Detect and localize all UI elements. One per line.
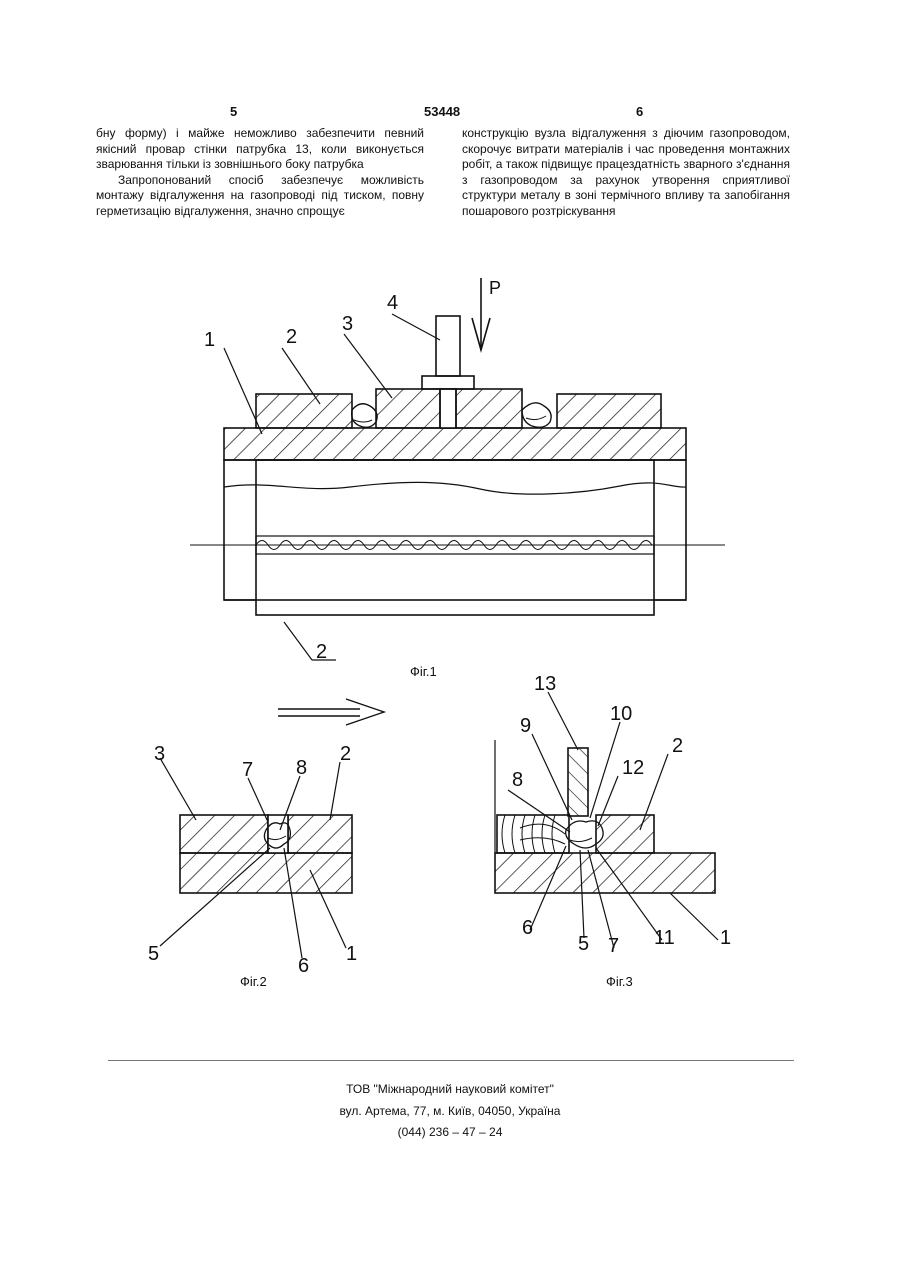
fig3-label-5: 5 <box>578 933 589 955</box>
fig1-label-2-bottom: 2 <box>316 641 327 663</box>
sleeve-right <box>557 394 661 428</box>
fig1-label-p: P <box>489 278 501 298</box>
fig2-label-3: 3 <box>154 743 165 765</box>
fig2-label-8: 8 <box>296 757 307 779</box>
fig3-sleeve <box>596 815 654 853</box>
fig3-label-9: 9 <box>520 715 531 737</box>
fig2-label-6: 6 <box>298 955 309 977</box>
fig3-label-12: 12 <box>622 757 644 779</box>
fig2-label-1: 1 <box>346 943 357 965</box>
fig1-label-3: 3 <box>342 313 353 335</box>
patent-drawings: 1 2 3 4 P 2 3 7 8 2 5 6 1 <box>0 0 900 1000</box>
process-arrow <box>278 699 384 725</box>
fig2-sleeve <box>288 815 352 853</box>
figure-2-caption: Фіг.2 <box>240 974 267 989</box>
figure-1-labels: 1 2 3 4 P 2 <box>204 278 501 663</box>
fig3-pipe-wall <box>495 853 715 893</box>
fig3-branch-pipe <box>568 748 588 816</box>
fig1-label-4: 4 <box>387 292 398 314</box>
fig1-label-1: 1 <box>204 329 215 351</box>
figure-1-caption: Фіг.1 <box>410 664 437 679</box>
figure-1 <box>190 278 725 660</box>
pipe-wall <box>224 428 686 460</box>
fig3-label-6: 6 <box>522 917 533 939</box>
footer-address: вул. Артема, 77, м. Київ, 04050, Україна <box>0 1104 900 1118</box>
fig3-label-8: 8 <box>512 769 523 791</box>
pipe-body <box>224 460 686 600</box>
figure-2 <box>160 758 352 958</box>
fig2-label-2: 2 <box>340 743 351 765</box>
fig2-label-5: 5 <box>148 943 159 965</box>
fig3-label-11: 11 <box>654 927 675 949</box>
fig3-label-7: 7 <box>608 935 619 957</box>
sleeve-outline <box>256 460 654 615</box>
fig3-label-13: 13 <box>534 673 556 695</box>
fig3-label-2: 2 <box>672 735 683 757</box>
footer-phone: (044) 236 – 47 – 24 <box>0 1125 900 1139</box>
fig1-label-2: 2 <box>286 326 297 348</box>
fig3-label-1: 1 <box>720 927 731 949</box>
sleeve-left <box>256 394 352 428</box>
figure-3-caption: Фіг.3 <box>606 974 633 989</box>
footer-company: ТОВ "Міжнародний науковий комітет" <box>0 1082 900 1096</box>
fig2-fitting <box>180 815 268 853</box>
footer-divider <box>108 1060 794 1061</box>
fig3-label-10: 10 <box>610 703 632 725</box>
fig2-label-7: 7 <box>242 759 253 781</box>
fig2-pipe-wall <box>180 853 352 893</box>
